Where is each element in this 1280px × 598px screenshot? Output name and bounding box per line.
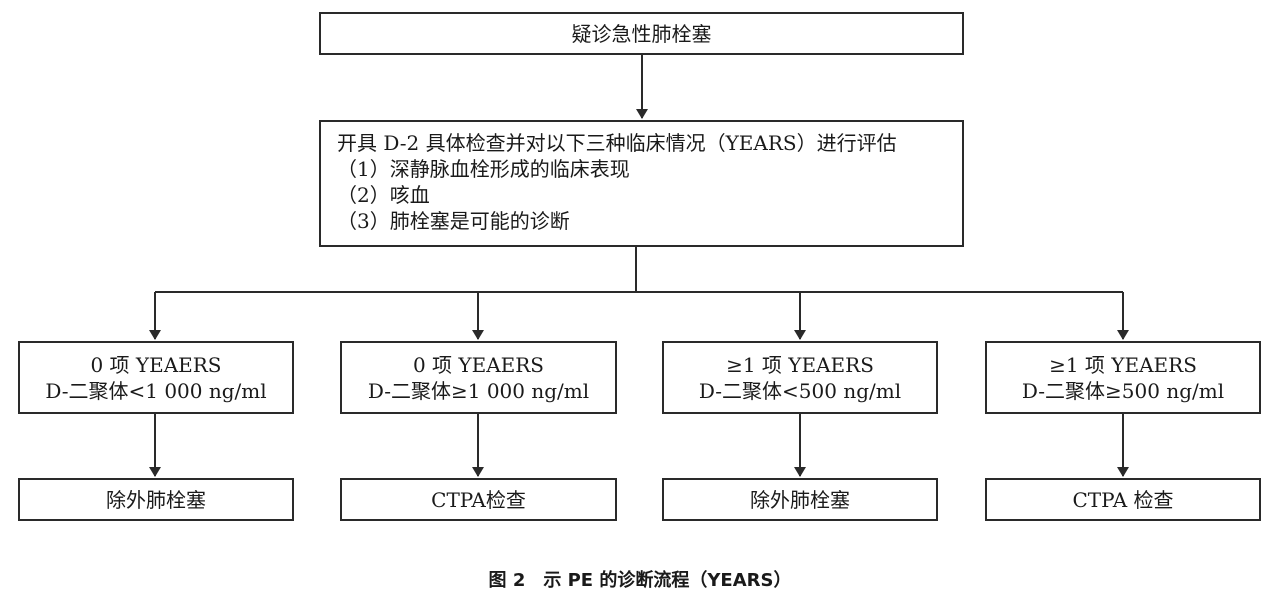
branch-2-ddimer: D-二聚体≥1 000 ng/ml [367,378,590,403]
criteria-heading: 开具 D-2 具体检查并对以下三种临床情况（YEARS）进行评估 [337,131,897,155]
branch-3-ddimer: D-二聚体<500 ng/ml [698,378,902,403]
branch-4-ddimer: D-二聚体≥500 ng/ml [1021,378,1225,403]
result-1-label: 除外肺栓塞 [106,487,206,512]
years-criteria-box: 开具 D-2 具体检查并对以下三种临床情况（YEARS）进行评估 （1）深静脉血… [319,120,964,247]
branch-2-years: 0 项 YEAERS [412,352,545,377]
criteria-item-3: （3）肺栓塞是可能的诊断 [337,209,570,233]
result-box-2: CTPA检查 [340,478,617,521]
branch-4-years: ≥1 项 YEAERS [1049,352,1197,377]
suspected-pe-label: 疑诊急性肺栓塞 [571,21,712,46]
result-box-1: 除外肺栓塞 [18,478,294,521]
result-4-label: CTPA 检查 [1072,487,1174,512]
result-3-label: 除外肺栓塞 [750,487,850,512]
result-box-3: 除外肺栓塞 [662,478,938,521]
branch-box-1: 0 项 YEAERS D-二聚体<1 000 ng/ml [18,341,294,414]
result-2-label: CTPA检查 [431,487,526,512]
branch-1-years: 0 项 YEAERS [90,352,222,377]
suspected-pe-box: 疑诊急性肺栓塞 [319,12,964,55]
result-box-4: CTPA 检查 [985,478,1261,521]
criteria-item-1: （1）深静脉血栓形成的临床表现 [337,157,630,181]
branch-1-ddimer: D-二聚体<1 000 ng/ml [45,378,267,403]
criteria-item-2: （2）咳血 [337,183,430,207]
branch-box-4: ≥1 项 YEAERS D-二聚体≥500 ng/ml [985,341,1261,414]
branch-box-3: ≥1 项 YEAERS D-二聚体<500 ng/ml [662,341,938,414]
branch-3-years: ≥1 项 YEAERS [726,352,874,377]
branch-box-2: 0 项 YEAERS D-二聚体≥1 000 ng/ml [340,341,617,414]
figure-caption: 图 2 示 PE 的诊断流程（YEARS） [488,570,792,591]
